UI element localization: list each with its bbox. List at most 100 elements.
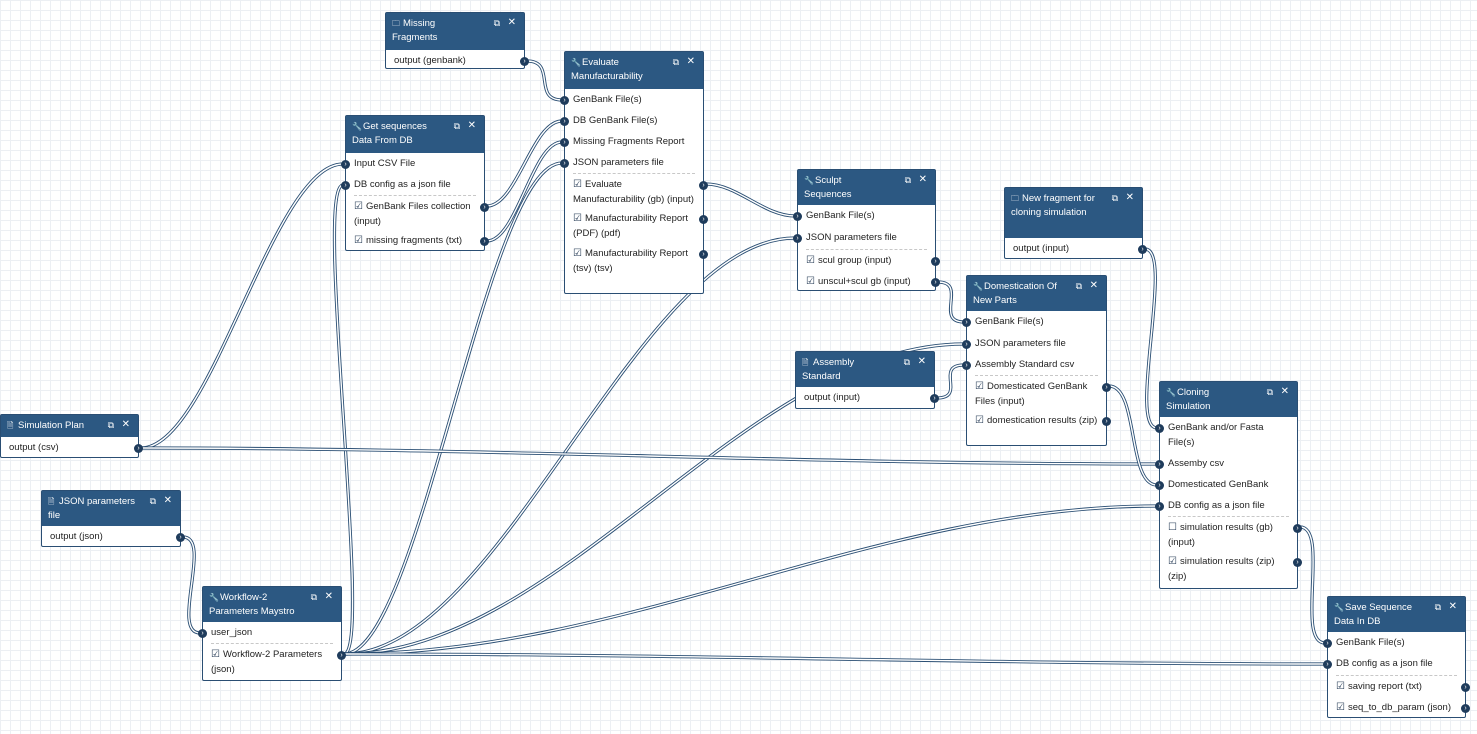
output-terminal[interactable]: ☑saving report (txt)› — [1336, 675, 1470, 697]
input-port-icon[interactable]: › — [560, 159, 569, 168]
input-terminal[interactable]: JSON parameters file› — [793, 227, 927, 249]
output-port-icon[interactable]: › — [480, 203, 489, 212]
input-terminal[interactable]: DB config as a json file› — [1323, 653, 1457, 675]
copy-icon[interactable]: ⧉ — [310, 592, 317, 602]
node-missing-fragments[interactable]: 🗀Missing Fragments⧉✕output (genbank)› — [385, 12, 529, 71]
close-icon[interactable]: ✕ — [1125, 192, 1134, 203]
node-header[interactable]: 🔧Save Sequence Data In DB⧉✕ — [1328, 597, 1465, 632]
copy-icon[interactable]: ⧉ — [149, 496, 156, 506]
node-simulation-plan[interactable]: 🗎Simulation Plan⧉✕output (csv)› — [0, 414, 143, 458]
input-terminal[interactable]: user_json› — [198, 622, 333, 643]
copy-icon[interactable]: ⧉ — [1075, 281, 1082, 291]
checkbox-unchecked-icon[interactable]: ☐ — [1168, 522, 1177, 533]
input-terminal[interactable]: JSON parameters file› — [962, 333, 1098, 354]
node-header[interactable]: 🔧Get sequences Data From DB⧉✕ — [346, 116, 484, 153]
output-port-icon[interactable]: › — [520, 57, 529, 66]
output-terminal[interactable]: ☑Workflow-2 Parameters (json)› — [211, 643, 346, 680]
checkbox-checked-icon[interactable]: ☑ — [354, 235, 363, 246]
copy-icon[interactable]: ⧉ — [903, 357, 910, 367]
output-port-icon[interactable]: › — [1102, 417, 1111, 426]
output-terminal[interactable]: ☑Evaluate Manufacturability (gb) (input)… — [573, 173, 708, 208]
input-terminal[interactable]: Assembly Standard csv› — [962, 354, 1098, 375]
input-terminal[interactable]: GenBank File(s)› — [962, 311, 1098, 333]
input-terminal[interactable]: DB GenBank File(s)› — [560, 110, 695, 131]
output-port-icon[interactable]: › — [1461, 704, 1470, 713]
close-icon[interactable]: ✕ — [507, 17, 516, 28]
node-header[interactable]: 🔧Sculpt Sequences⧉✕ — [798, 170, 935, 205]
output-port-icon[interactable]: › — [931, 278, 940, 287]
output-port-icon[interactable]: › — [1461, 683, 1470, 692]
checkbox-checked-icon[interactable]: ☑ — [806, 276, 815, 287]
output-terminal[interactable]: output (genbank)› — [394, 50, 529, 71]
copy-icon[interactable]: ⧉ — [453, 121, 460, 131]
input-port-icon[interactable]: › — [793, 212, 802, 221]
output-port-icon[interactable]: › — [699, 181, 708, 190]
node-header[interactable]: 🗎Assembly Standard⧉✕ — [796, 352, 934, 387]
output-terminal[interactable]: output (input)› — [804, 387, 939, 408]
output-terminal[interactable]: ☑Domesticated GenBank Files (input)› — [975, 375, 1111, 410]
checkbox-checked-icon[interactable]: ☑ — [354, 201, 363, 212]
close-icon[interactable]: ✕ — [917, 356, 926, 367]
output-terminal[interactable]: ☑domestication results (zip)› — [975, 410, 1111, 445]
output-port-icon[interactable]: › — [699, 215, 708, 224]
output-port-icon[interactable]: › — [134, 444, 143, 453]
input-port-icon[interactable]: › — [560, 117, 569, 126]
output-terminal[interactable]: ☑simulation results (zip) (zip)› — [1168, 551, 1302, 586]
output-port-icon[interactable]: › — [930, 394, 939, 403]
node-json-parameters[interactable]: 🗎JSON parameters file⧉✕output (json)› — [41, 490, 185, 547]
node-header[interactable]: 🔧Workflow-2 Parameters Maystro⧉✕ — [203, 587, 341, 622]
output-port-icon[interactable]: › — [1102, 383, 1111, 392]
checkbox-checked-icon[interactable]: ☑ — [1168, 556, 1177, 567]
input-terminal[interactable]: Input CSV File› — [341, 153, 476, 174]
input-port-icon[interactable]: › — [341, 160, 350, 169]
output-terminal[interactable]: output (csv)› — [9, 437, 143, 458]
close-icon[interactable]: ✕ — [686, 56, 695, 67]
input-port-icon[interactable]: › — [560, 96, 569, 105]
copy-icon[interactable]: ⧉ — [493, 18, 500, 28]
copy-icon[interactable]: ⧉ — [904, 175, 911, 185]
copy-icon[interactable]: ⧉ — [1111, 193, 1118, 203]
input-port-icon[interactable]: › — [1155, 424, 1164, 433]
input-port-icon[interactable]: › — [962, 361, 971, 370]
output-terminal[interactable]: output (input)› — [1013, 238, 1147, 259]
output-terminal[interactable]: ☑missing fragments (txt)› — [354, 230, 489, 251]
close-icon[interactable]: ✕ — [918, 174, 927, 185]
node-header[interactable]: 🔧Domestication Of New Parts⧉✕ — [967, 276, 1106, 311]
node-header[interactable]: 🗀Missing Fragments⧉✕ — [386, 13, 524, 50]
output-terminal[interactable]: output (json)› — [50, 526, 185, 547]
input-terminal[interactable]: Missing Fragments Report› — [560, 131, 695, 152]
input-port-icon[interactable]: › — [1323, 660, 1332, 669]
node-get-sequences[interactable]: 🔧Get sequences Data From DB⧉✕Input CSV F… — [341, 115, 489, 251]
input-port-icon[interactable]: › — [1323, 639, 1332, 648]
output-terminal[interactable]: ☑scul group (input)› — [806, 249, 940, 271]
output-terminal[interactable]: ☑GenBank Files collection (input)› — [354, 195, 489, 230]
input-terminal[interactable]: Domesticated GenBank› — [1155, 474, 1289, 495]
node-evaluate-manufacturability[interactable]: 🔧Evaluate Manufacturability⧉✕GenBank Fil… — [560, 51, 708, 294]
copy-icon[interactable]: ⧉ — [1434, 602, 1441, 612]
checkbox-checked-icon[interactable]: ☑ — [806, 255, 815, 266]
node-new-fragment[interactable]: 🗀New fragment for cloning simulation⧉✕ou… — [1004, 187, 1147, 259]
input-port-icon[interactable]: › — [962, 318, 971, 327]
output-port-icon[interactable]: › — [480, 237, 489, 246]
output-terminal[interactable]: ☑Manufacturability Report (tsv) (tsv)› — [573, 243, 708, 278]
checkbox-checked-icon[interactable]: ☑ — [1336, 702, 1345, 713]
input-port-icon[interactable]: › — [341, 181, 350, 190]
node-sculpt-sequences[interactable]: 🔧Sculpt Sequences⧉✕GenBank File(s)›JSON … — [793, 169, 940, 293]
input-terminal[interactable]: DB config as a json file› — [1155, 495, 1289, 516]
output-terminal[interactable]: ☑unscul+scul gb (input)› — [806, 271, 940, 293]
input-terminal[interactable]: Assemby csv› — [1155, 453, 1289, 474]
copy-icon[interactable]: ⧉ — [107, 420, 114, 430]
input-terminal[interactable]: JSON parameters file› — [560, 152, 695, 173]
input-port-icon[interactable]: › — [198, 629, 207, 638]
node-header[interactable]: 🗀New fragment for cloning simulation⧉✕ — [1005, 188, 1142, 238]
node-workflow2-params[interactable]: 🔧Workflow-2 Parameters Maystro⧉✕user_jso… — [198, 586, 346, 681]
input-port-icon[interactable]: › — [1155, 502, 1164, 511]
checkbox-checked-icon[interactable]: ☑ — [573, 248, 582, 259]
node-domestication[interactable]: 🔧Domestication Of New Parts⧉✕GenBank Fil… — [962, 275, 1111, 446]
node-cloning-simulation[interactable]: 🔧Cloning Simulation⧉✕GenBank and/or Fast… — [1155, 381, 1302, 589]
output-terminal[interactable]: ☑Manufacturability Report (PDF) (pdf)› — [573, 208, 708, 243]
input-port-icon[interactable]: › — [1155, 481, 1164, 490]
node-header[interactable]: 🔧Evaluate Manufacturability⧉✕ — [565, 52, 703, 89]
input-port-icon[interactable]: › — [793, 234, 802, 243]
node-header[interactable]: 🔧Cloning Simulation⧉✕ — [1160, 382, 1297, 417]
